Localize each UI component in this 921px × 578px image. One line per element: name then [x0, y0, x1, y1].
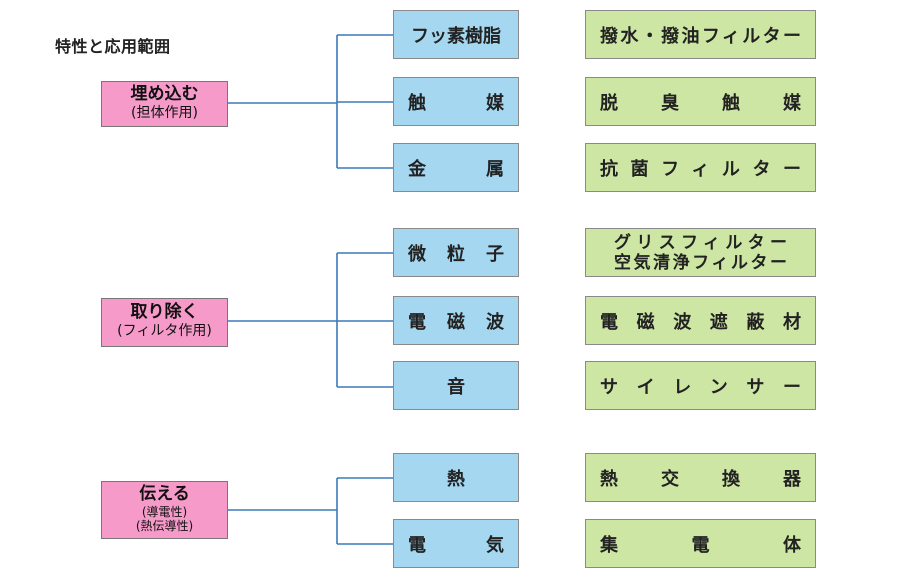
group-3-connector	[228, 477, 393, 545]
group-subtitle: (担体作用)	[131, 105, 198, 121]
material-box-heat: 熱	[393, 453, 519, 502]
application-box-water-oil-repellent: 撥水・撥油フィルター	[585, 10, 816, 59]
material-box-fluororesin: フッ素樹脂	[393, 10, 519, 59]
material-label: 微粒子	[408, 243, 504, 265]
material-box-sound: 音	[393, 361, 519, 410]
material-box-electromagnetic: 電磁波	[393, 296, 519, 345]
application-label: 集電体	[600, 534, 801, 556]
material-box-metal: 金 属	[393, 143, 519, 192]
application-label: 熱交換器	[600, 468, 801, 490]
group-name: 伝える	[139, 484, 190, 504]
page-title: 特性と応用範囲	[55, 37, 171, 56]
group-1-connector	[228, 34, 393, 169]
application-box-em-shielding: 電磁波遮蔽材	[585, 296, 816, 345]
material-label: 熱	[447, 468, 465, 490]
group-box-remove: 取り除く (フィルタ作用)	[101, 298, 228, 347]
application-box-current-collector: 集電体	[585, 519, 816, 568]
application-label: 電磁波遮蔽材	[600, 311, 801, 333]
group-subtitle: (導電性)	[141, 505, 188, 519]
material-label: 金 属	[408, 158, 504, 180]
material-label: 音	[447, 376, 465, 398]
application-label: サイレンサー	[600, 376, 801, 398]
application-box-deodorizing-catalyst: 脱臭触媒	[585, 77, 816, 126]
group-box-transmit: 伝える (導電性) (熱伝導性)	[101, 481, 228, 539]
group-box-embed: 埋め込む (担体作用)	[101, 81, 228, 127]
material-box-electricity: 電 気	[393, 519, 519, 568]
application-box-antibacterial: 抗菌フィルター	[585, 143, 816, 192]
material-box-particles: 微粒子	[393, 228, 519, 277]
application-label: グリスフィルター	[614, 232, 787, 253]
material-label: 電磁波	[408, 311, 504, 333]
material-box-catalyst: 触 媒	[393, 77, 519, 126]
group-2-connector	[228, 252, 393, 388]
group-subtitle: (熱伝導性)	[135, 519, 194, 533]
group-subtitle: (フィルタ作用)	[117, 323, 212, 339]
material-label: フッ素樹脂	[411, 25, 501, 47]
application-box-silencer: サイレンサー	[585, 361, 816, 410]
application-label: 撥水・撥油フィルター	[600, 25, 801, 47]
material-label: 電 気	[408, 534, 504, 556]
application-box-heat-exchanger: 熱交換器	[585, 453, 816, 502]
application-label: 空気清浄フィルター	[614, 252, 787, 273]
application-label: 抗菌フィルター	[600, 158, 801, 180]
application-box-grease-air-filter: グリスフィルター 空気清浄フィルター	[585, 228, 816, 277]
application-label: 脱臭触媒	[600, 92, 801, 114]
group-name: 埋め込む	[130, 84, 199, 104]
group-name: 取り除く	[130, 302, 199, 322]
material-label: 触 媒	[408, 92, 504, 114]
